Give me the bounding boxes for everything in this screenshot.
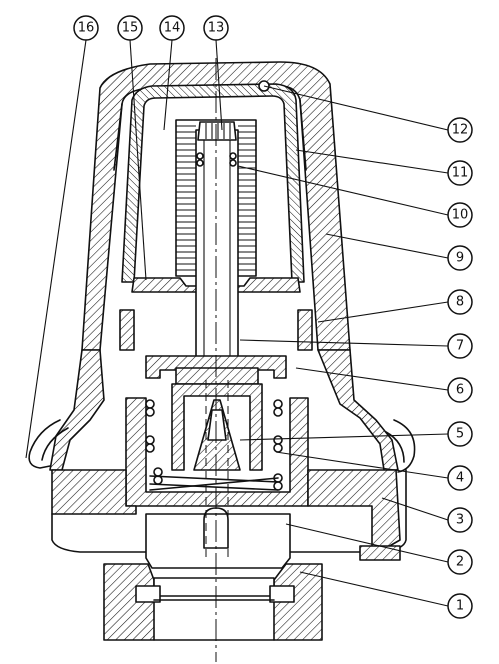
callout-9: 9 bbox=[447, 245, 473, 271]
callout-4: 4 bbox=[447, 465, 473, 491]
spring-wire bbox=[149, 475, 279, 483]
spring-coil bbox=[273, 443, 283, 453]
spring-coil bbox=[145, 443, 155, 453]
callout-2: 2 bbox=[447, 549, 473, 575]
bellows-outline bbox=[175, 119, 257, 277]
callout-12: 12 bbox=[447, 117, 473, 143]
callout-15-label: 15 bbox=[122, 21, 139, 36]
callout-6-label: 6 bbox=[456, 383, 464, 398]
callout-4-label: 4 bbox=[456, 471, 464, 486]
callout-16: 16 bbox=[73, 15, 99, 41]
callout-3: 3 bbox=[447, 507, 473, 533]
callout-14: 14 bbox=[159, 15, 185, 41]
callout-7-label: 7 bbox=[456, 339, 464, 354]
callout-14-label: 14 bbox=[164, 21, 181, 36]
locking-ring-right bbox=[297, 309, 416, 473]
valve-body bbox=[145, 507, 291, 569]
bellows-base-plate bbox=[131, 277, 301, 293]
callout-11-label: 11 bbox=[452, 166, 469, 181]
pressure-stem bbox=[195, 121, 239, 371]
callout-2-label: 2 bbox=[456, 555, 464, 570]
adapter-ring bbox=[51, 469, 407, 561]
callout-8-label: 8 bbox=[456, 295, 464, 310]
locking-ring-left bbox=[28, 309, 135, 471]
callout-9-label: 9 bbox=[456, 251, 464, 266]
callout-7: 7 bbox=[447, 333, 473, 359]
callout-12-label: 12 bbox=[452, 123, 469, 138]
callout-10-label: 10 bbox=[452, 208, 469, 223]
spring-wire bbox=[149, 477, 279, 491]
callout-15: 15 bbox=[117, 15, 143, 41]
callout-10: 10 bbox=[447, 202, 473, 228]
stem-knurl bbox=[205, 123, 231, 139]
stem-o-ring-right bbox=[229, 152, 237, 167]
leader-lines bbox=[25, 39, 449, 607]
spring-coil bbox=[153, 467, 163, 477]
callout-16-label: 16 bbox=[78, 21, 95, 36]
spring-wire bbox=[149, 483, 279, 491]
callout-1: 1 bbox=[447, 593, 473, 619]
callout-5: 5 bbox=[447, 421, 473, 447]
spring-coil bbox=[145, 435, 155, 445]
callout-6: 6 bbox=[447, 377, 473, 403]
union-nut bbox=[103, 563, 323, 641]
spring-coil bbox=[273, 435, 283, 445]
spring-coil bbox=[273, 399, 283, 409]
callout-13-label: 13 bbox=[208, 21, 225, 36]
stem-o-ring-left bbox=[196, 152, 204, 167]
piston-cup bbox=[171, 383, 263, 471]
callout-8: 8 bbox=[447, 289, 473, 315]
callout-1-label: 1 bbox=[456, 599, 464, 614]
callout-11: 11 bbox=[447, 160, 473, 186]
spring-coil bbox=[145, 399, 155, 409]
callout-5-label: 5 bbox=[456, 427, 464, 442]
spring-coil bbox=[273, 481, 283, 491]
inner-dome-shell bbox=[121, 83, 305, 283]
spring-coil bbox=[273, 407, 283, 417]
valve-sleeve bbox=[125, 397, 309, 507]
spring-coil bbox=[145, 407, 155, 417]
return-spring bbox=[145, 399, 283, 491]
callout-3-label: 3 bbox=[456, 513, 464, 528]
callout-13: 13 bbox=[203, 15, 229, 41]
